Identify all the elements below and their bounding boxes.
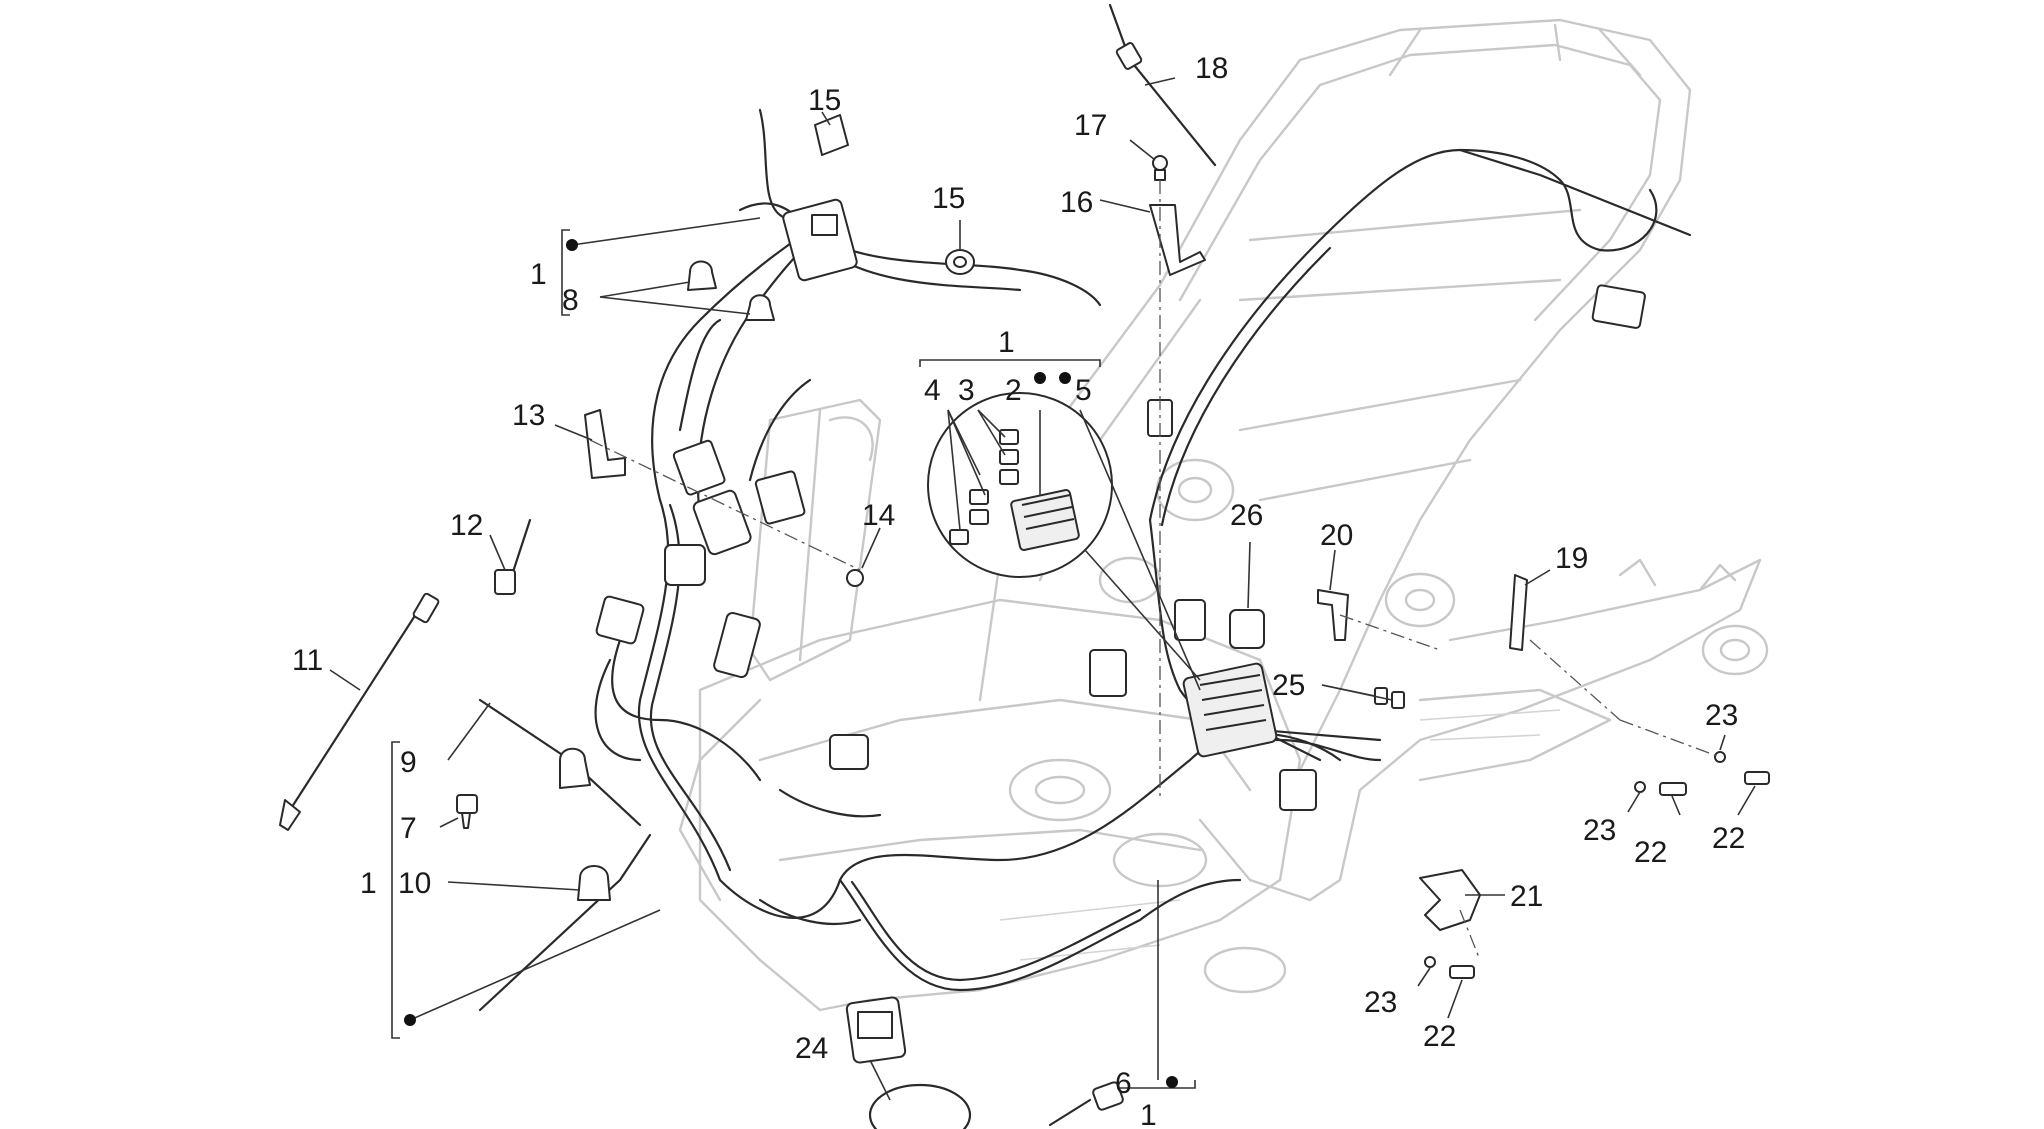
callout-16: 16 xyxy=(1060,186,1093,219)
callout-11: 11 xyxy=(292,644,323,677)
callout-3: 3 xyxy=(958,374,975,407)
assembly-dots xyxy=(404,239,1178,1088)
callout-22-a: 22 xyxy=(1634,836,1667,869)
callout-18: 18 xyxy=(1195,52,1228,85)
dot-group1-bottom xyxy=(1166,1076,1178,1088)
assembly-lines xyxy=(589,180,1721,961)
callout-6: 6 xyxy=(1115,1067,1132,1100)
scooter-frame xyxy=(678,18,1769,1012)
dot-part5 xyxy=(1059,372,1071,384)
callout-12: 12 xyxy=(450,509,483,542)
callout-20: 20 xyxy=(1320,519,1353,552)
callout-23-c: 23 xyxy=(1364,986,1397,1019)
callout-22-c: 22 xyxy=(1423,1020,1456,1053)
callout-23-a: 23 xyxy=(1705,699,1738,732)
callout-15-b: 15 xyxy=(932,182,965,215)
callout-25: 25 xyxy=(1272,669,1305,702)
callout-10: 10 xyxy=(398,867,431,900)
callout-1-top: 1 xyxy=(530,258,547,291)
callout-13: 13 xyxy=(512,399,545,432)
callout-15-a: 15 xyxy=(808,84,841,117)
leader-lines xyxy=(329,77,1756,1101)
callout-24: 24 xyxy=(795,1032,828,1065)
callout-1-bottom: 1 xyxy=(1140,1099,1157,1129)
callout-23-b: 23 xyxy=(1583,814,1616,847)
callout-7: 7 xyxy=(400,812,417,845)
harness-connectors xyxy=(595,198,1646,1064)
dot-group1-top xyxy=(566,239,578,251)
callout-2: 2 xyxy=(1005,374,1022,407)
callout-19: 19 xyxy=(1555,542,1588,575)
callout-1-mid: 1 xyxy=(998,326,1015,359)
callout-4: 4 xyxy=(924,374,941,407)
dot-part2 xyxy=(1034,372,1046,384)
callout-26: 26 xyxy=(1230,499,1263,532)
callout-22-b: 22 xyxy=(1712,822,1745,855)
callout-14: 14 xyxy=(862,499,895,532)
callout-21: 21 xyxy=(1510,880,1543,913)
dot-group1-left xyxy=(404,1014,416,1026)
callout-9: 9 xyxy=(400,746,417,779)
callout-5: 5 xyxy=(1075,374,1092,407)
callout-8: 8 xyxy=(562,284,579,317)
callout-17: 17 xyxy=(1074,109,1107,142)
callout-1-left: 1 xyxy=(360,867,377,900)
callout-labels: 1 8 15 15 13 12 11 14 9 7 1 10 1 4 3 2 5… xyxy=(292,52,1745,1129)
fuse-detail-inset xyxy=(927,392,1201,681)
